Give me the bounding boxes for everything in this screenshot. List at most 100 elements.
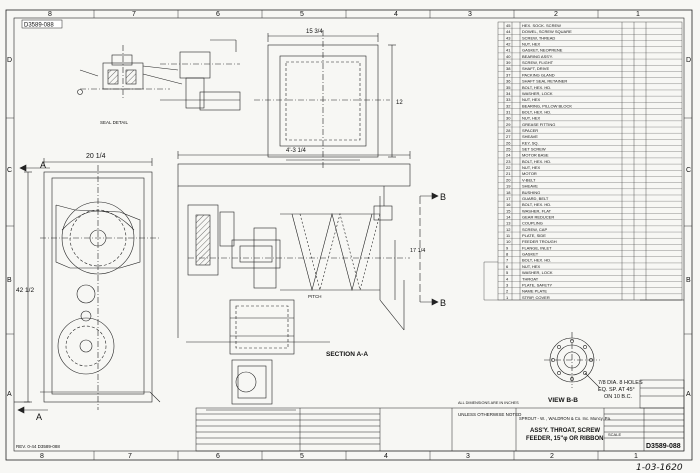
parts-row-description: WASHER, LOCK <box>522 91 553 96</box>
parts-row-number: 30 <box>506 116 511 121</box>
grid-bottom-6: 6 <box>216 453 220 460</box>
parts-row-number: 8 <box>506 252 509 257</box>
parts-row-description: PLATE, SIDE <box>522 233 546 238</box>
holes-note-line2: EQ. SP. AT 45° <box>598 387 635 393</box>
dim-overall-width: 20 1/4 <box>86 153 106 160</box>
grid-top-6: 6 <box>216 11 220 18</box>
grid-bottom-8: 8 <box>40 453 44 460</box>
parts-row-number: 19 <box>506 184 511 189</box>
parts-row-description: NUT, HEX <box>522 264 541 269</box>
parts-row-number: 31 <box>506 109 511 114</box>
parts-list-grid <box>483 21 683 301</box>
parts-row-description: GREASE FITTING <box>522 122 555 127</box>
parts-row-number: 21 <box>506 171 511 176</box>
parts-row-description: V-BELT <box>522 177 536 182</box>
grid-top-5: 5 <box>300 11 304 18</box>
grid-bottom-5: 5 <box>300 453 304 460</box>
parts-row-number: 36 <box>506 79 511 84</box>
parts-row-description: PACKING GLAND <box>522 72 555 77</box>
parts-row-number: 1 <box>506 295 509 300</box>
parts-row-description: GASKET <box>522 252 539 257</box>
parts-row-description: SCREW, THREAD <box>522 35 555 40</box>
parts-row-number: 13 <box>506 221 511 226</box>
parts-row-number: 14 <box>506 214 511 219</box>
grid-bottom-1: 1 <box>634 453 638 460</box>
parts-row-description: SCREW, CAP <box>522 227 547 232</box>
parts-row-description: GASKET, NEOPRENE <box>522 48 563 53</box>
parts-row-number: 32 <box>506 103 511 108</box>
title-block-title-line1: ASS'Y. THROAT, SCREW <box>530 428 600 434</box>
parts-row-number: 5 <box>506 270 509 275</box>
parts-row-number: 34 <box>506 91 511 96</box>
section-marker-left-bottom: A <box>36 412 42 422</box>
parts-row-description: NUT, HEX <box>522 116 541 121</box>
parts-row-number: 41 <box>506 48 511 53</box>
parts-row-description: NUT, HEX <box>522 165 541 170</box>
grid-left-B: B <box>7 277 12 284</box>
parts-row-description: SHEAVE <box>522 184 538 189</box>
parts-row-description: SHAFT, DRIVE <box>522 66 549 71</box>
side-elevation-view <box>14 158 161 414</box>
section-aa-label: SECTION A-A <box>326 351 368 358</box>
title-block-title-line2: FEEDER, 15"φ OR RIBBON <box>526 436 603 442</box>
parts-row-description: NUT, HEX <box>522 42 541 47</box>
upper-drive-assembly <box>160 39 241 111</box>
parts-row-number: 45 <box>506 23 511 28</box>
parts-row-description: BOLT, HEX. HD. <box>522 109 551 114</box>
parts-row-description: BUSHING <box>522 190 540 195</box>
parts-row-description: NAME PLATE <box>522 289 547 294</box>
grid-right-B: B <box>686 277 691 284</box>
grid-top-3: 3 <box>468 11 472 18</box>
view-bb-label: VIEW B-B <box>548 397 578 404</box>
dim-main-length: 4'-3 1/4 <box>286 148 306 154</box>
parts-row-description: BOLT, HEX. HD. <box>522 85 551 90</box>
title-block-company: SPROUT - W. , WALDRON & Co. Inc. Muncy, … <box>519 416 611 421</box>
parts-row-description: SET SCREW <box>522 147 546 152</box>
parts-row-number: 7 <box>506 258 509 263</box>
title-block-frame <box>195 299 685 452</box>
parts-row-number: 15 <box>506 208 511 213</box>
parts-row-number: 10 <box>506 239 511 244</box>
parts-row-description: PLATE, SAFETY <box>522 282 552 287</box>
grid-top-1: 1 <box>636 11 640 18</box>
dim-height: 42 1/2 <box>16 287 34 294</box>
parts-row-number: 3 <box>506 282 509 287</box>
parts-row-description: THROAT <box>522 276 539 281</box>
grid-right-A: A <box>686 391 691 398</box>
parts-row-description: BEARING, PILLOW BLOCK <box>522 103 572 108</box>
seal-detail-view <box>77 45 183 100</box>
grid-bottom-4: 4 <box>384 453 388 460</box>
grid-top-7: 7 <box>132 11 136 18</box>
parts-row-description: DOWEL, SCREW SQUARE <box>522 29 572 34</box>
title-block-dims-note: ALL DIMENSIONS ARE IN INCHES <box>458 401 519 405</box>
parts-row-number: 29 <box>506 122 511 127</box>
grid-bottom-2: 2 <box>550 453 554 460</box>
parts-row-description: STRIP, COVER <box>522 295 550 300</box>
title-block-tolerance-note: UNLESS OTHERWISE NOTED <box>458 412 522 417</box>
parts-row-number: 2 <box>506 289 509 294</box>
grid-top-2: 2 <box>554 11 558 18</box>
parts-row-number: 12 <box>506 227 511 232</box>
parts-row-description: MOTOR BASE <box>522 153 549 158</box>
parts-row-description: KEY, SQ. <box>522 140 539 145</box>
grid-bottom-7: 7 <box>128 453 132 460</box>
parts-row-number: 33 <box>506 97 511 102</box>
parts-row-description: WASHER, FLAT <box>522 208 552 213</box>
parts-row-number: 43 <box>506 35 511 40</box>
parts-row-number: 4 <box>506 276 509 281</box>
drawing-number-top: D3589-088 <box>24 23 54 29</box>
parts-row-number: 6 <box>506 264 509 269</box>
grid-left-A: A <box>7 391 12 398</box>
parts-row-description: SPACER <box>522 128 538 133</box>
grid-left-C: C <box>7 167 12 174</box>
parts-row-number: 42 <box>506 42 511 47</box>
parts-row-description: BOLT, HEX. HD. <box>522 159 551 164</box>
view-marker-top: B <box>440 192 446 202</box>
top-plan-view <box>254 30 396 168</box>
parts-row-description: GUARD, BELT <box>522 196 549 201</box>
parts-row-number: 37 <box>506 72 511 77</box>
parts-row-description: SCREW, FLIGHT <box>522 60 554 65</box>
